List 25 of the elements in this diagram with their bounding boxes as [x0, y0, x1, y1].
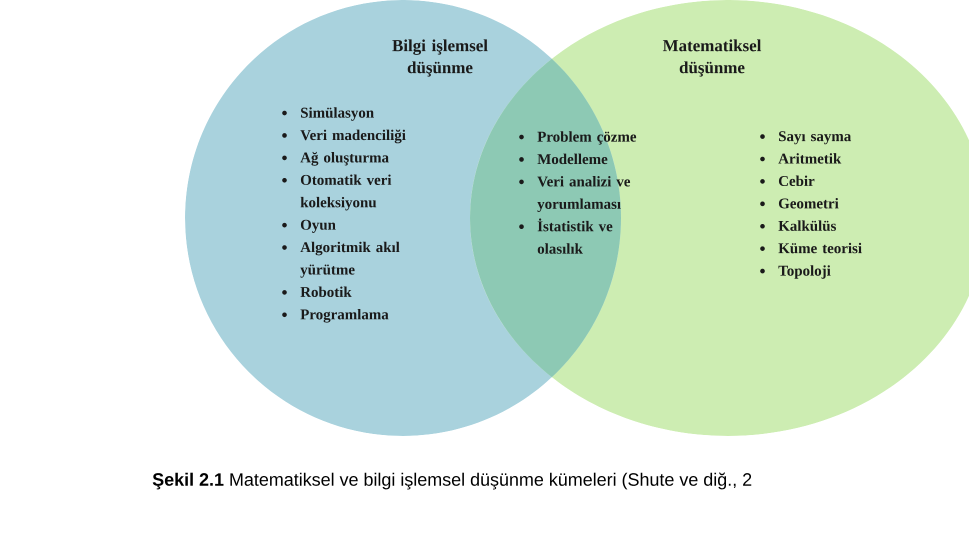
- node-label: Ağ oluşturma: [300, 152, 389, 166]
- node-label: Simülasyon: [301, 107, 374, 121]
- node-label: Geometri: [778, 198, 839, 208]
- node-label: Modelleme: [537, 154, 608, 164]
- bullet-list: Problem çözme Modelleme Veri analizi ve yorumlaması İstatistik ve olasılık: [519, 131, 636, 254]
- node-label: Veri analizi ve yorumlaması: [537, 176, 630, 212]
- node-label: Topoloji: [778, 265, 831, 279]
- node-label: Cebir: [778, 176, 814, 186]
- set-heading: Matematiksel düşünme: [662, 39, 762, 77]
- node-label: Aritmetik: [778, 153, 842, 164]
- node-label: Sayı sayma: [779, 131, 852, 144]
- node-label: Oyun: [300, 220, 336, 233]
- set-heading: Bilgi işlemsel düşünme: [392, 39, 488, 77]
- node-label: Veri madenciliği: [300, 129, 406, 144]
- node-label: Küme teorisi: [778, 242, 862, 254]
- node-label: Robotik: [300, 286, 352, 298]
- node-label: İstatistik ve olasılık: [538, 218, 612, 254]
- bullet-list: Simülasyon Veri madenciliği Ağ oluşturma Otomatik veri koleksiyonu Oyun Algoritmik akıl yürütme Robotik Programlama: [282, 107, 406, 323]
- bullet-list: Sayı sayma Aritmetik Cebir Geometri Kalkülüs Küme teorisi Topoloji: [760, 131, 862, 279]
- node-label: Otomatik veri koleksiyonu: [300, 174, 392, 210]
- node-label: Programlama: [300, 308, 389, 323]
- figure-caption: Şekil 2.1 Matematiksel ve bilgi işlemsel düşünme kümeleri (Shute ve diğ., 2: [152, 472, 752, 490]
- node-label: Algoritmik akıl yürütme: [300, 242, 400, 278]
- node-label: Problem çözme: [537, 131, 636, 145]
- node-label: Kalkülüs: [778, 220, 836, 231]
